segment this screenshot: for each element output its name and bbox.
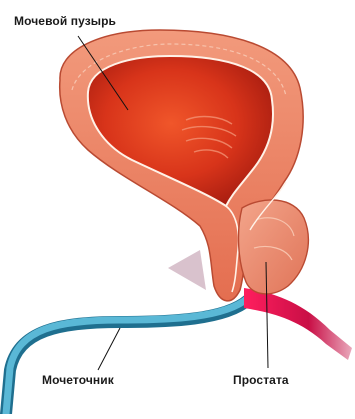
leader-line-ureter — [98, 328, 120, 370]
ureter-highlight — [6, 298, 248, 414]
label-bladder: Мочевой пузырь — [14, 14, 116, 28]
shadow-shape — [168, 250, 206, 290]
label-prostate: Простата — [233, 373, 289, 387]
label-ureter: Мочеточник — [42, 373, 114, 387]
urethra — [244, 288, 352, 360]
